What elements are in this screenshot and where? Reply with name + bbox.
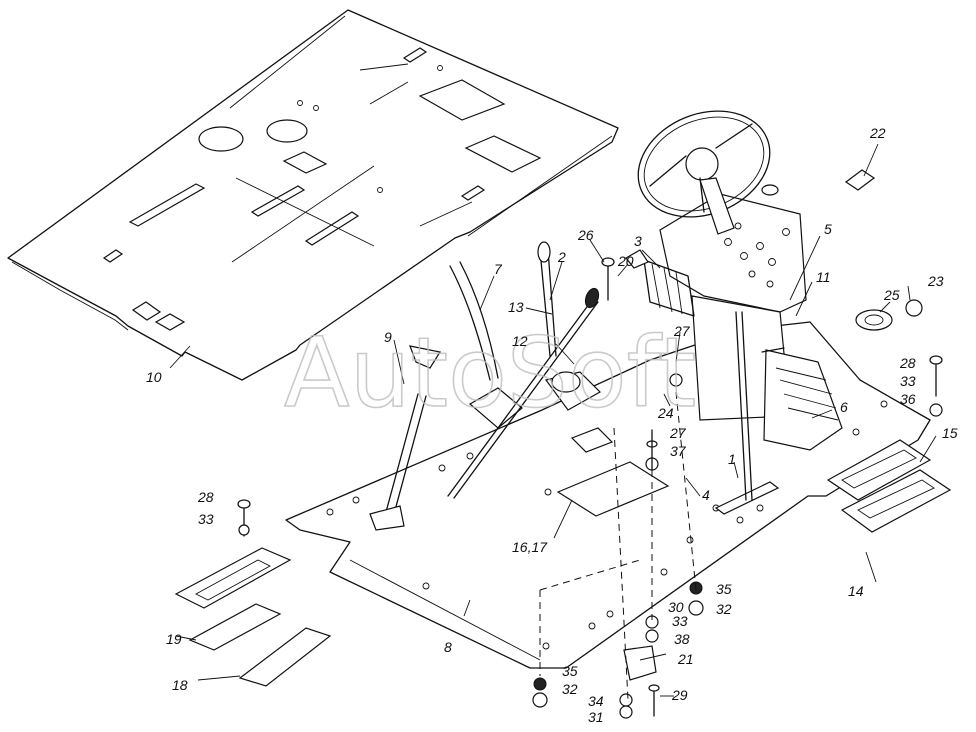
callout-16-17: 16,17 bbox=[512, 539, 548, 555]
callout-33-left: 33 bbox=[198, 511, 214, 527]
callout-32-bottom: 32 bbox=[562, 681, 578, 697]
callout-20: 20 bbox=[617, 253, 634, 269]
callout-8: 8 bbox=[444, 639, 452, 655]
callout-12: 12 bbox=[512, 333, 528, 349]
callout-4: 4 bbox=[702, 487, 710, 503]
callout-11: 11 bbox=[816, 269, 831, 285]
callout-22: 22 bbox=[869, 125, 886, 141]
callout-14: 14 bbox=[848, 583, 864, 599]
callout-34: 34 bbox=[588, 693, 604, 709]
steering-assembly bbox=[637, 110, 843, 501]
callout-33-center: 33 bbox=[672, 613, 688, 629]
callout-3: 3 bbox=[634, 233, 642, 249]
floor-mat bbox=[7, 9, 619, 381]
callout-26: 26 bbox=[577, 227, 594, 243]
callout-23: 23 bbox=[927, 273, 944, 289]
callout-33-right: 33 bbox=[900, 373, 916, 389]
callout-35-right: 35 bbox=[716, 581, 732, 597]
callout-31: 31 bbox=[588, 709, 604, 725]
watermark: AutoSoft bbox=[284, 317, 696, 429]
callout-25: 25 bbox=[883, 287, 900, 303]
callout-21: 21 bbox=[677, 651, 694, 667]
callout-19: 19 bbox=[166, 631, 182, 647]
callout-28-left: 28 bbox=[197, 489, 214, 505]
callout-labels: 1 2 3 4 5 6 7 8 9 10 11 12 13 14 15 16,1… bbox=[146, 125, 958, 725]
hardware bbox=[237, 169, 943, 719]
leader-lines bbox=[169, 143, 937, 697]
callout-10: 10 bbox=[146, 369, 162, 385]
callout-2: 2 bbox=[557, 249, 566, 265]
callout-29: 29 bbox=[671, 687, 688, 703]
assembly-guides bbox=[539, 391, 697, 701]
callout-30: 30 bbox=[668, 599, 684, 615]
callout-13: 13 bbox=[508, 299, 524, 315]
callout-15: 15 bbox=[942, 425, 958, 441]
pedals bbox=[174, 439, 952, 687]
callout-18: 18 bbox=[172, 677, 188, 693]
callout-35-bottom: 35 bbox=[562, 663, 578, 679]
callout-27-mid: 27 bbox=[669, 425, 687, 441]
callout-24: 24 bbox=[657, 405, 674, 421]
callout-6: 6 bbox=[840, 399, 848, 415]
callout-32-right: 32 bbox=[716, 601, 732, 617]
levers bbox=[369, 241, 601, 531]
callout-27-top: 27 bbox=[673, 323, 691, 339]
callout-37: 37 bbox=[670, 443, 687, 459]
callout-38: 38 bbox=[674, 631, 690, 647]
callout-1: 1 bbox=[728, 451, 736, 467]
callout-36: 36 bbox=[900, 391, 916, 407]
callout-28-right: 28 bbox=[899, 355, 916, 371]
callout-7: 7 bbox=[494, 261, 503, 277]
callout-5: 5 bbox=[824, 221, 832, 237]
callout-9: 9 bbox=[384, 329, 392, 345]
